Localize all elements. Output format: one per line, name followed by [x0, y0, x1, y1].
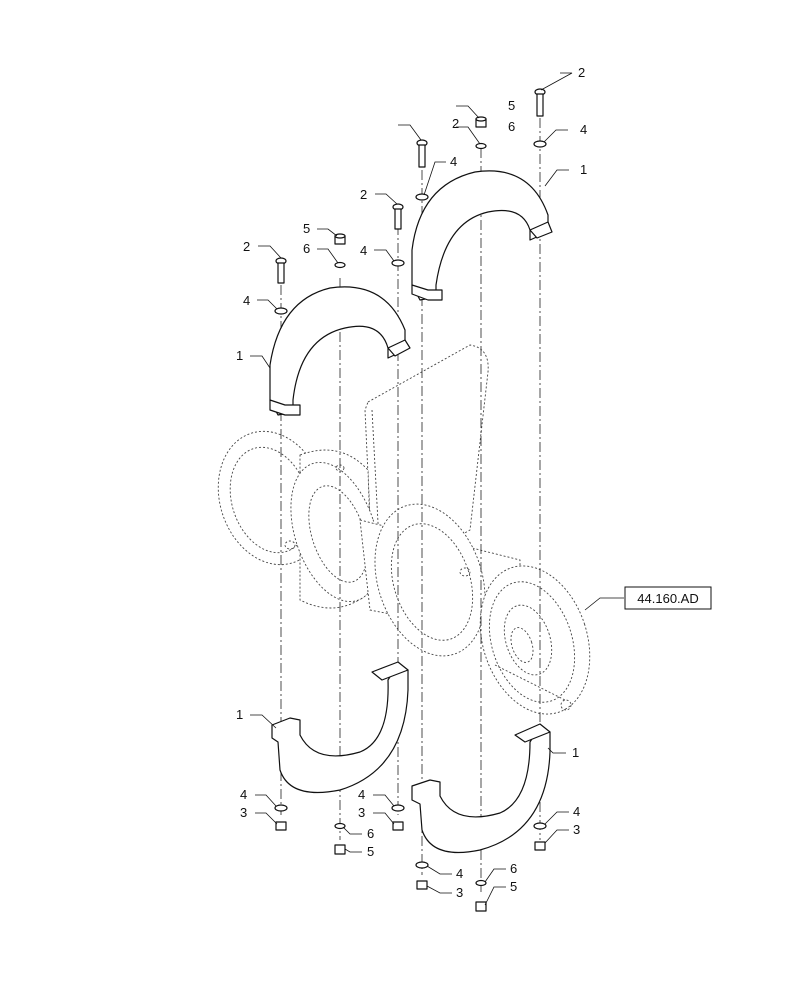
callout-3: 3: [358, 805, 365, 820]
callout-6: 6: [367, 826, 374, 841]
bolt-2: [392, 203, 404, 230]
callout-5: 5: [303, 221, 310, 236]
lower-clamp-right: [411, 723, 551, 854]
callout-6: 6: [510, 861, 517, 876]
callout-1: 1: [580, 162, 587, 177]
callout-3: 3: [573, 822, 580, 837]
callout-1: 1: [572, 745, 579, 760]
washer-6-top-right: [475, 142, 487, 150]
callout-2: 2: [360, 187, 367, 202]
top-fasteners: [334, 116, 487, 269]
callout-2: 2: [243, 239, 250, 254]
bolt-1: [275, 257, 287, 284]
callout-labels: 2 2 2 2 5 6 5 6 4 4 4 4 1 1 1 1 4 3 4 3 …: [236, 65, 587, 900]
cap-screw-top-left: [334, 233, 346, 245]
bottom-fasteners: [334, 822, 487, 912]
callout-4: 4: [580, 122, 587, 137]
callout-4: 4: [573, 804, 580, 819]
cap-screw-top-right: [475, 116, 487, 128]
callout-3: 3: [240, 805, 247, 820]
callout-1: 1: [236, 348, 243, 363]
reference-callout[interactable]: 44.160.AD: [624, 586, 712, 610]
callout-4: 4: [358, 787, 365, 802]
upper-clamp-left: [269, 286, 411, 416]
bolts: [275, 88, 546, 284]
callout-5: 5: [510, 879, 517, 894]
callout-4: 4: [240, 787, 247, 802]
callout-5: 5: [508, 98, 515, 113]
callout-4: 4: [360, 243, 367, 258]
lower-clamp-left: [271, 661, 409, 794]
callout-4: 4: [450, 154, 457, 169]
callout-4: 4: [243, 293, 250, 308]
callout-4: 4: [456, 866, 463, 881]
callout-2: 2: [578, 65, 585, 80]
lock-washers: [274, 140, 547, 869]
callout-2: 2: [452, 116, 459, 131]
callout-6: 6: [508, 119, 515, 134]
bolt-4: [534, 88, 546, 117]
reference-label[interactable]: 44.160.AD: [637, 591, 698, 606]
leader-lines: [250, 72, 624, 906]
upper-clamp-right: [411, 170, 553, 301]
callout-1: 1: [236, 707, 243, 722]
callout-3: 3: [456, 885, 463, 900]
bolt-3: [416, 139, 428, 168]
nuts: [275, 821, 546, 890]
roller-assembly-ghost: [217, 344, 591, 715]
callout-5: 5: [367, 844, 374, 859]
callout-6: 6: [303, 241, 310, 256]
washer-6-top-left: [334, 261, 346, 269]
